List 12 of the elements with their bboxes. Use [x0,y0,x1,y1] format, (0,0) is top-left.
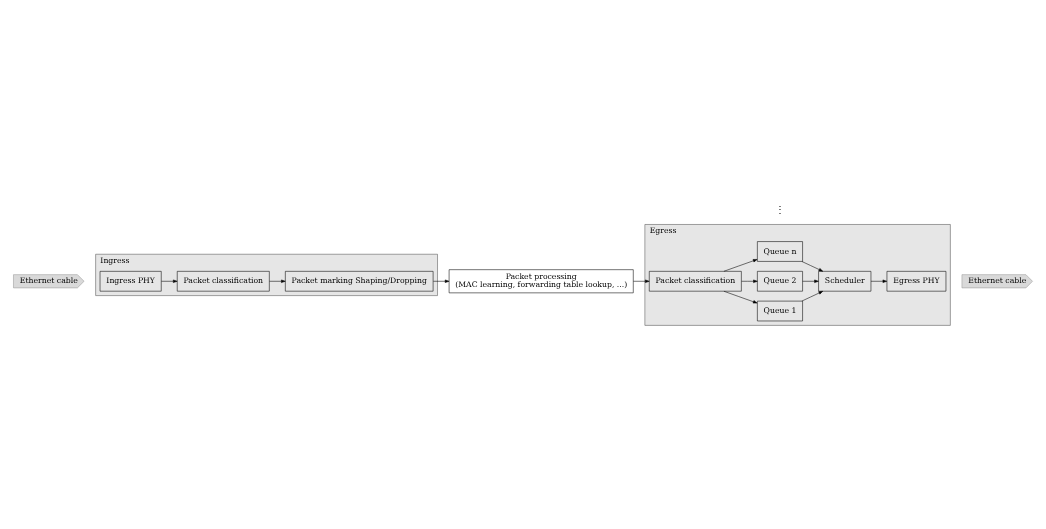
arrow [633,279,650,283]
arrow [723,258,758,272]
arrow [870,279,888,283]
arrow [433,279,450,283]
arrow [269,279,286,283]
label: ⋮ [774,203,785,215]
arrow [802,279,819,283]
arrow [801,260,824,271]
arrow [741,279,758,283]
arrow [161,279,178,283]
arrow [723,290,758,303]
arrow [801,290,824,301]
